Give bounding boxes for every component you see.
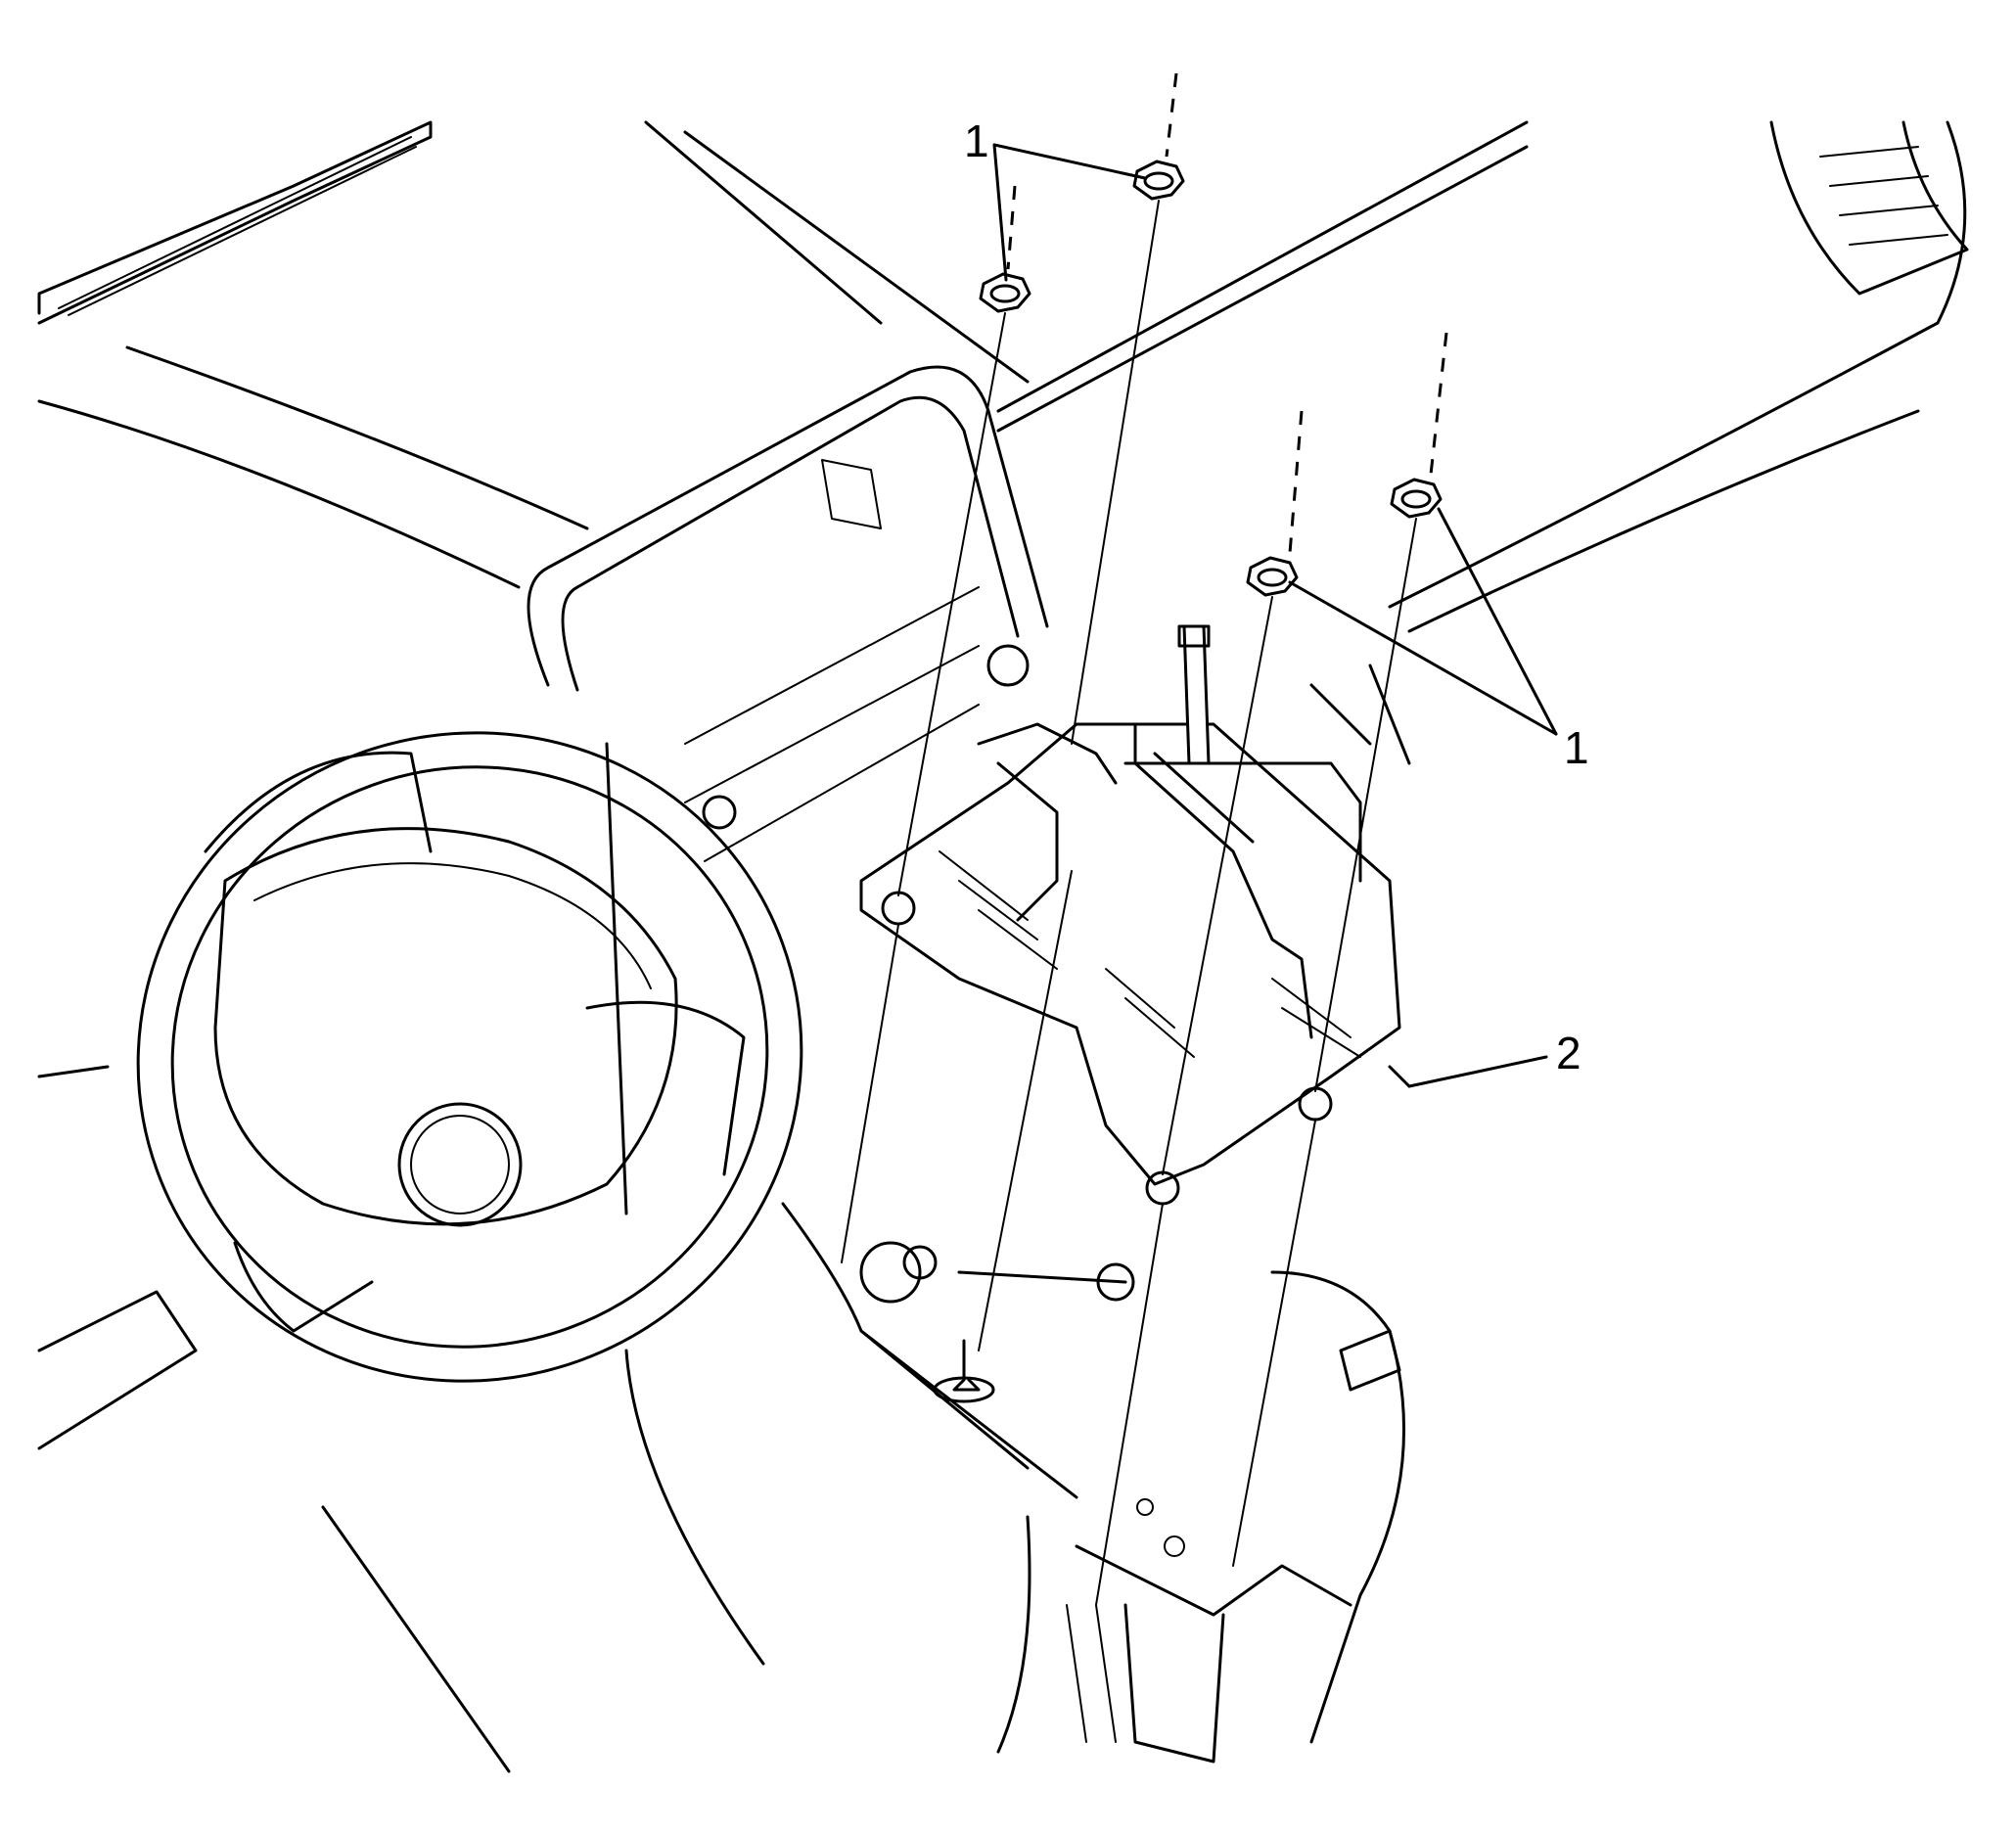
callout-label-2: 2: [1556, 1028, 1581, 1078]
nuts: [979, 160, 1443, 597]
callout-label-1-right: 1: [1564, 722, 1589, 773]
leader-lines: [992, 143, 1558, 1088]
callout-label-1-top: 1: [964, 115, 989, 166]
nut-3: [1246, 556, 1299, 597]
nut-4: [1390, 478, 1443, 519]
shifter-assembly: [859, 624, 1411, 1206]
center-console-lower: [781, 1202, 1406, 1764]
steering-wheel: [37, 731, 803, 1773]
fastener-centerlines: [841, 72, 1448, 1606]
instrument-panel: [37, 120, 1969, 1215]
nut-2: [1132, 160, 1185, 201]
